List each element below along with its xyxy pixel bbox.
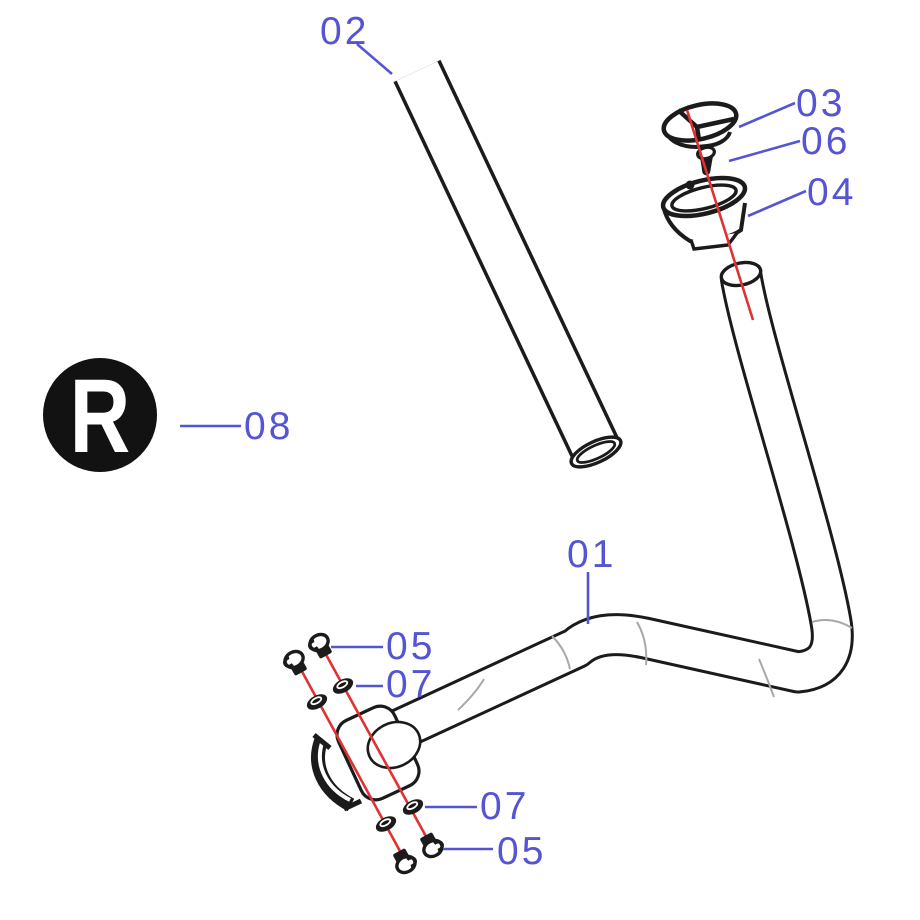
callout-04: 04: [807, 171, 856, 214]
bolt-05: [415, 828, 448, 862]
washer-07: [329, 674, 357, 698]
callout-05-bottom: 05: [497, 830, 546, 873]
clamp-tip: [342, 798, 363, 812]
bolt-05: [388, 844, 421, 878]
axis-line-right: [316, 639, 436, 852]
callout-06: 06: [801, 120, 850, 163]
clamp-tip: [312, 733, 332, 750]
bolt-05: [279, 646, 312, 680]
tube-seam: [758, 658, 775, 698]
badge-circle: [43, 358, 157, 472]
badge-letter: R: [70, 358, 131, 475]
leader-lines: [180, 43, 807, 851]
tube-seam: [636, 621, 648, 666]
handlebar-body: [384, 272, 851, 750]
axis-line-top: [685, 109, 755, 321]
leader-03: [738, 101, 796, 129]
callout-02: 02: [320, 10, 369, 53]
grip-open-end-inner: [575, 440, 617, 464]
plug-notch: [685, 180, 695, 190]
leader-04: [747, 189, 807, 218]
part-02-grip-tube: [393, 59, 623, 469]
callout-07-top: 07: [386, 663, 435, 706]
cap-spokes: [676, 108, 735, 141]
plug-tab: [689, 231, 739, 251]
clamp-highlight: [317, 742, 351, 802]
plug-rim-inner: [670, 183, 738, 213]
leader-02: [356, 43, 393, 75]
plug-rim-outer: [660, 175, 748, 219]
part-04-expander-plug: [660, 175, 748, 251]
washer-07: [372, 812, 400, 836]
leader-06: [728, 139, 801, 163]
callout-05-top: 05: [386, 625, 435, 668]
washer-07: [303, 690, 331, 714]
tube-seam: [811, 619, 853, 629]
part-08-r-badge: R: [43, 358, 157, 475]
callout-03: 03: [796, 82, 845, 125]
callout-07-bottom: 07: [480, 785, 529, 828]
tube-seam: [551, 635, 571, 670]
bolt-05: [304, 629, 337, 663]
part-03-end-cap: [661, 101, 739, 150]
clamp-saddle: [311, 733, 363, 812]
grip-open-end-outer: [569, 435, 623, 469]
grip-body: [396, 61, 617, 460]
callout-labels: 02 03 06 04 08 01 05 07 07 05: [244, 10, 856, 873]
callout-08: 08: [244, 405, 293, 448]
callout-01: 01: [567, 533, 616, 576]
tube-seam: [457, 678, 485, 711]
